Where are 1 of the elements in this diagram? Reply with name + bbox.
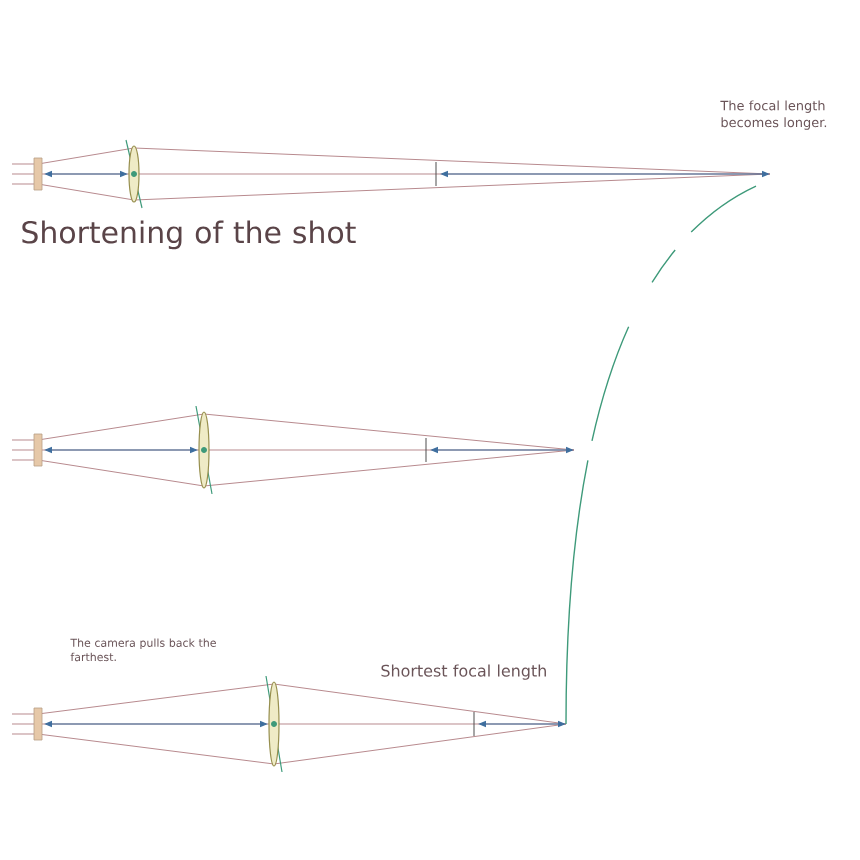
annotation-text: Shortening of the shot (22, 220, 356, 250)
